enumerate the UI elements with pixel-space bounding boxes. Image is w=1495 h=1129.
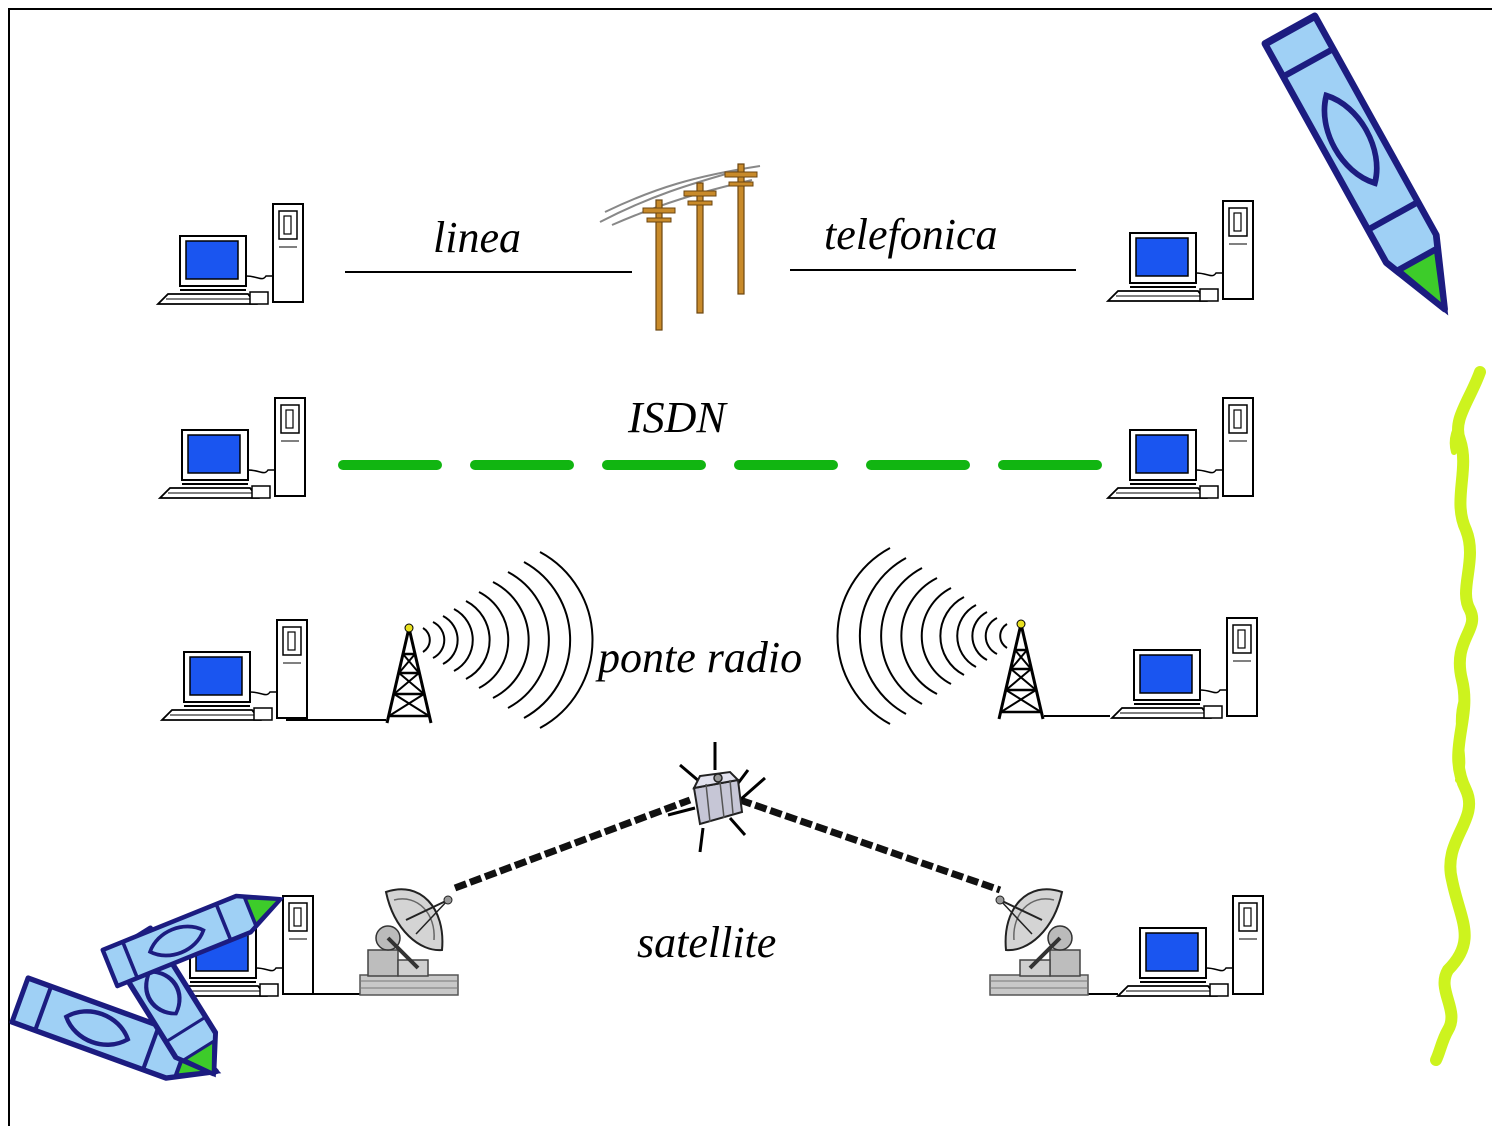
slide-frame [8, 8, 1492, 1126]
radio-waves-icon [836, 547, 1008, 725]
crayon-icon [1265, 16, 1470, 323]
label-isdn: ISDN [628, 393, 726, 442]
satellite-downlink [738, 796, 1002, 894]
radio-tower-icon [997, 618, 1045, 721]
telephone-pole-icon [599, 163, 761, 331]
label-ponte-radio: ponte radio [598, 633, 803, 682]
label-telefonica: telefonica [824, 210, 998, 259]
label-linea: linea [433, 213, 521, 262]
computer-icon [159, 397, 306, 499]
row-radio [161, 547, 1258, 729]
computer-icon [1107, 200, 1254, 302]
satellite-dish-icon [358, 887, 460, 997]
computer-icon [157, 203, 304, 305]
satellite-dish-icon [988, 887, 1090, 997]
row-phone [157, 163, 1254, 331]
label-satellite: satellite [637, 918, 777, 967]
computer-icon [1107, 397, 1254, 499]
computer-icon [161, 619, 308, 721]
satellite-icon [667, 742, 766, 853]
computer-icon [1111, 617, 1258, 719]
satellite-uplink [453, 796, 692, 892]
radio-waves-icon [422, 551, 594, 729]
radio-tower-icon [385, 622, 433, 725]
computer-icon [1117, 895, 1264, 997]
row-satellite [167, 742, 1264, 997]
